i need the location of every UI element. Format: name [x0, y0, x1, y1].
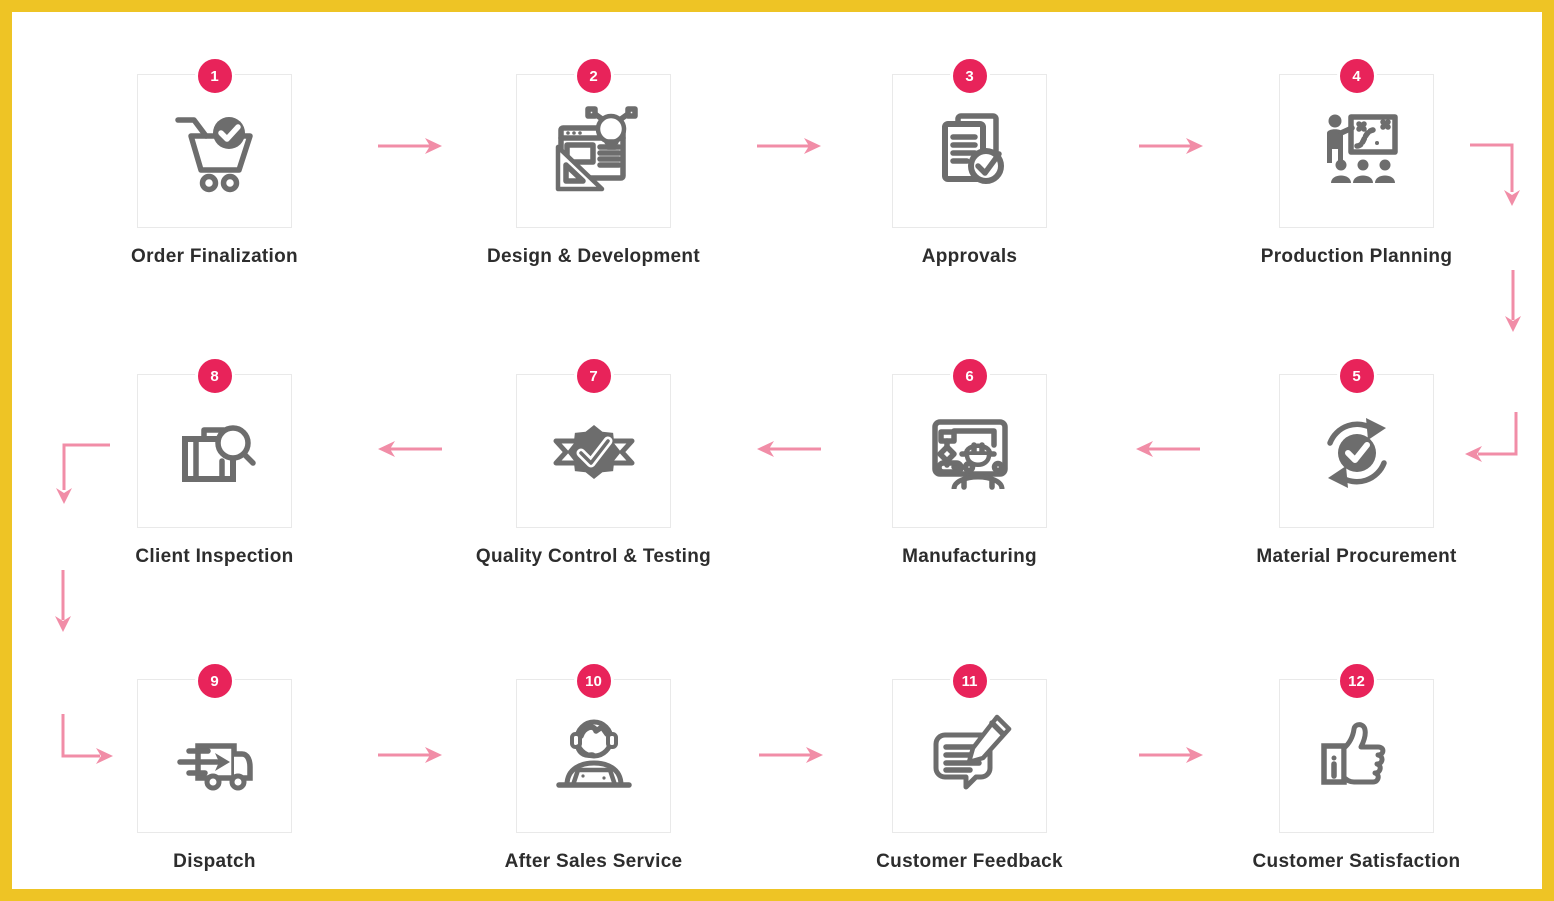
step-icon-box: [137, 679, 292, 833]
arrow-step4-to-step5-vertical: [1504, 270, 1522, 339]
arrow-step6-to-step7: [757, 440, 821, 463]
step-number: 1: [210, 67, 219, 85]
step-number-badge: 2: [573, 56, 614, 96]
step-label: Quality Control & Testing: [475, 546, 712, 567]
arrow-step1-to-step2: [378, 137, 442, 160]
step-customer-feedback: 11 Customer Feedback: [876, 661, 1063, 872]
step-icon-box: [1279, 374, 1434, 528]
delivery-truck-icon: [176, 743, 253, 791]
arrow-step2-to-step3: [757, 137, 821, 160]
document-check-icon: [941, 113, 1004, 184]
step-icon-box: [137, 374, 292, 528]
arrow-step11-to-step12: [1139, 746, 1203, 769]
step-number-badge: 6: [949, 356, 990, 396]
step-icon-box: [892, 374, 1047, 528]
step-icon-box: [892, 679, 1047, 833]
step-number-badge: 8: [194, 356, 235, 396]
step-icon-box: [1279, 74, 1434, 228]
step-manufacturing: 6 Manufacturing: [892, 356, 1047, 567]
step-label: Customer Satisfaction: [1252, 851, 1461, 872]
step-number: 8: [210, 367, 219, 385]
cycle-check-icon: [1326, 418, 1387, 488]
step-number: 6: [965, 367, 974, 385]
step-icon-box: [137, 74, 292, 228]
step-number: 12: [1348, 672, 1365, 690]
step-icon-box: [516, 74, 671, 228]
luggage-magnifier-icon: [181, 425, 256, 482]
step-approvals: 3 Approvals: [892, 56, 1047, 267]
arrow-step10-to-step11: [759, 746, 823, 769]
step-label: After Sales Service: [504, 851, 683, 872]
design-tools-icon: [555, 106, 638, 192]
arrow-step7-to-step8: [378, 440, 442, 463]
engineer-screen-icon: [931, 419, 1008, 490]
step-quality-control-testing: 7 Quality Control & Testing: [476, 356, 711, 567]
step-label: Manufacturing: [902, 546, 1037, 567]
step-icon-box: [516, 679, 671, 833]
step-number: 4: [1352, 67, 1361, 85]
step-dispatch: 9 Dispatch: [137, 661, 292, 872]
step-production-planning: 4 Production Planning: [1261, 56, 1452, 267]
step-label: Design & Development: [487, 246, 700, 267]
step-label: Dispatch: [173, 851, 256, 872]
step-label: Order Finalization: [131, 246, 298, 267]
step-icon-box: [1279, 679, 1434, 833]
arrow-elbow-into-step5: [1462, 412, 1520, 467]
feedback-pencil-icon: [933, 714, 1011, 790]
step-customer-satisfaction: 12 Customer Satisfaction: [1253, 661, 1460, 872]
presentation-board-icon: [1326, 114, 1398, 183]
step-number: 11: [961, 672, 978, 690]
step-after-sales-service: 10 After Sales Service: [505, 661, 682, 872]
step-label: Approvals: [921, 246, 1018, 267]
step-number: 9: [210, 672, 219, 690]
step-number-badge: 7: [573, 356, 614, 396]
step-icon-box: [516, 374, 671, 528]
arrow-step9-to-step10: [378, 746, 442, 769]
step-material-procurement: 5 Material Procurement: [1256, 356, 1456, 567]
step-number: 10: [585, 672, 602, 690]
step-label: Material Procurement: [1256, 546, 1457, 567]
step-label: Production Planning: [1260, 246, 1453, 267]
arrow-elbow-into-step9: [58, 714, 118, 769]
thumbs-up-icon: [1320, 722, 1385, 785]
step-number-badge: 5: [1336, 356, 1377, 396]
step-number: 5: [1352, 367, 1361, 385]
arrow-step3-to-step4: [1139, 137, 1203, 160]
quality-seal-icon: [553, 425, 634, 479]
step-number: 3: [965, 67, 974, 85]
step-number: 2: [589, 67, 598, 85]
arrow-step5-to-step6: [1136, 440, 1200, 463]
arrow-step8-elbow-down: [50, 442, 112, 515]
support-agent-icon: [555, 719, 632, 788]
step-label: Customer Feedback: [876, 851, 1063, 872]
step-number-badge: 4: [1336, 56, 1377, 96]
step-design-development: 2 Design & Development: [487, 56, 700, 267]
step-label: Client Inspection: [135, 546, 294, 567]
step-number-badge: 3: [949, 56, 990, 96]
step-icon-box: [892, 74, 1047, 228]
step-client-inspection: 8 Client Inspection: [135, 356, 293, 567]
step-number: 7: [589, 367, 598, 385]
arrow-step4-elbow-down: [1470, 142, 1526, 217]
step-number-badge: 11: [949, 661, 990, 701]
cart-check-icon: [174, 117, 253, 193]
step-number-badge: 9: [194, 661, 235, 701]
step-number-badge: 10: [573, 661, 614, 701]
step-number-badge: 1: [194, 56, 235, 96]
step-number-badge: 12: [1336, 661, 1377, 701]
arrow-step8-to-step9-vertical: [54, 570, 72, 639]
step-order-finalization: 1 Order Finalization: [131, 56, 298, 267]
